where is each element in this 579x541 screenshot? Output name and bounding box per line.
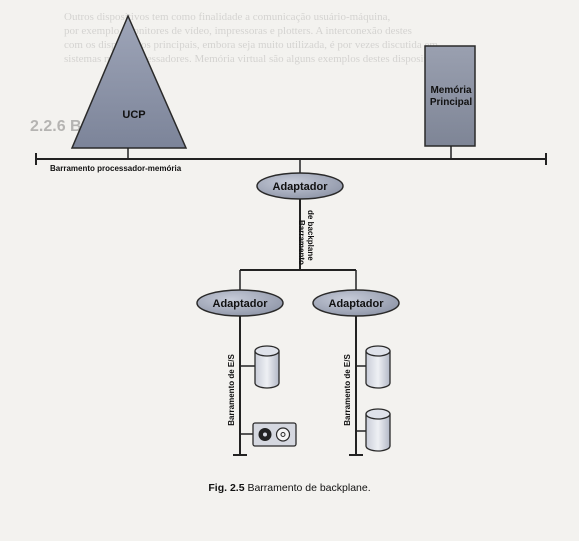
figure-caption: Fig. 2.5 Barramento de backplane. — [0, 482, 579, 494]
left-adapter: Adaptador — [196, 289, 284, 317]
processor-memory-bus-label: Barramento processador-memória — [50, 164, 182, 173]
right-disk-1-icon — [365, 345, 391, 389]
cd-drive-icon — [252, 422, 297, 447]
background-line: Outros dispositivos tem como finalidade … — [64, 11, 391, 23]
background-line: por exemplo, monitores de vídeo, impress… — [64, 25, 412, 37]
left-adapter-label: Adaptador — [213, 298, 269, 310]
cpu-triangle: UCP — [70, 14, 188, 149]
right-io-bus-label: Barramento de E/S — [343, 354, 352, 426]
backplane-bus-label-line1: Barramento — [297, 220, 306, 265]
background-line: com os dispositivos principais, embora s… — [64, 39, 438, 51]
left-io-bus-label: Barramento de E/S — [227, 354, 236, 426]
memory-label-line2: Principal — [430, 97, 472, 108]
main-memory-box: Memória Principal — [424, 45, 476, 147]
left-disk-icon — [254, 345, 280, 389]
right-adapter-label: Adaptador — [329, 298, 385, 310]
figure-number: Fig. 2.5 — [208, 482, 245, 494]
right-disk-2-icon — [365, 408, 391, 452]
top-adapter-label: Adaptador — [273, 181, 329, 193]
memory-label-line1: Memória — [430, 85, 472, 96]
figure-caption-text: Barramento de backplane. — [244, 482, 371, 494]
top-adapter: Adaptador — [256, 172, 344, 200]
right-adapter: Adaptador — [312, 289, 400, 317]
background-line: sistemas multiprocessadores. Memória vir… — [64, 53, 448, 65]
cpu-label: UCP — [122, 109, 145, 121]
backplane-bus-label-line2: de backplane — [306, 210, 315, 261]
